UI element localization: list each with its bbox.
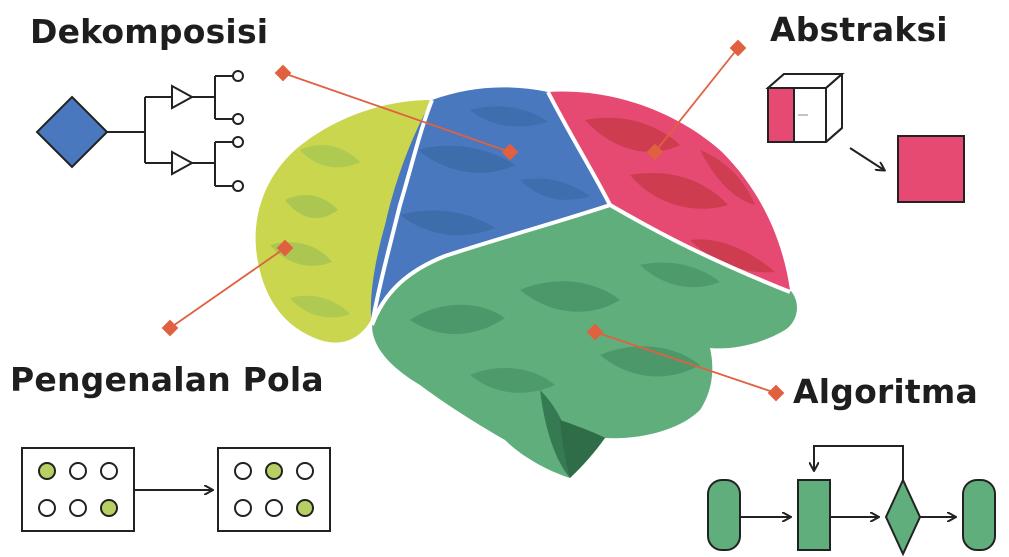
label-algorithm: Algoritma — [793, 372, 978, 411]
label-abstraction: Abstraksi — [770, 10, 948, 49]
flowchart-loop-icon — [707, 445, 996, 557]
label-decomposition: Dekomposisi — [30, 12, 269, 51]
brain-illustration — [255, 87, 797, 478]
frontal-lobe-yellow — [255, 100, 432, 343]
pointer-lines — [161, 39, 785, 402]
dot-grid-pattern-icon — [21, 447, 331, 532]
cube-to-square-icon — [765, 73, 965, 203]
parietal-lobe-blue — [370, 87, 610, 325]
label-pattern-recognition: Pengenalan Pola — [10, 360, 324, 399]
diamond-tree-icon — [35, 70, 244, 192]
